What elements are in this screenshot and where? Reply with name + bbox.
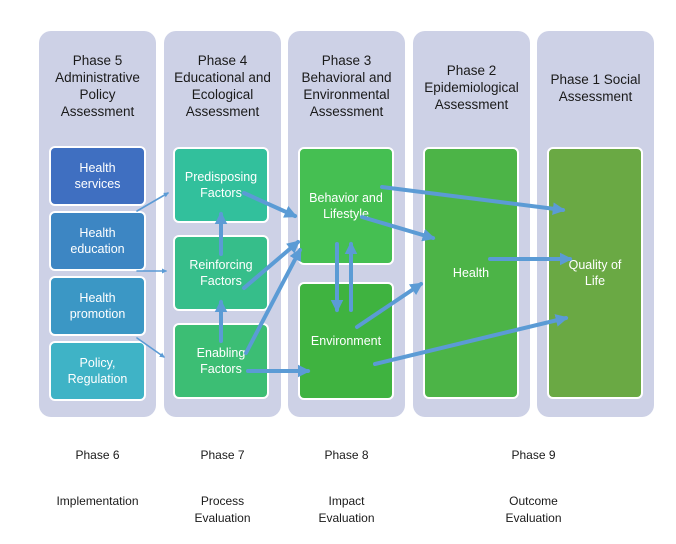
phase-8-label: Phase 8 [324, 448, 369, 462]
phase-5-title: Phase 5 Administrative Policy Assessment [55, 53, 140, 119]
phase-2-title: Phase 2 Epidemiological Assessment [424, 63, 519, 112]
implementation-label: Implementation [56, 494, 139, 508]
phase-7-label: Phase 7 [200, 448, 245, 462]
quality-of-life-box: Quality of Life [547, 147, 643, 399]
health-services-box: Health services [49, 146, 146, 206]
phase-8-block: Phase 8 Impact Evaluation [288, 430, 405, 544]
phase-6-block: Phase 6 Implementation [39, 430, 156, 527]
reinforcing-factors-box: Reinforcing Factors [173, 235, 269, 311]
phase-7-block: Phase 7 Process Evaluation [164, 430, 281, 544]
phase-9-block: Phase 9 Outcome Evaluation [413, 430, 654, 544]
enabling-factors-box: Enabling Factors [173, 323, 269, 399]
health-promotion-box: Health promotion [49, 276, 146, 336]
environment-box: Environment [298, 282, 394, 400]
process-evaluation-label: Process Evaluation [194, 494, 251, 525]
phase-9-label: Phase 9 [511, 448, 556, 462]
phase-4-title: Phase 4 Educational and Ecological Asses… [174, 53, 271, 119]
behavior-lifestyle-box: Behavior and Lifestyle [298, 147, 394, 265]
phase-6-label: Phase 6 [75, 448, 120, 462]
health-education-box: Health education [49, 211, 146, 271]
phase-1-title: Phase 1 Social Assessment [550, 72, 641, 104]
health-box: Health [423, 147, 519, 399]
outcome-evaluation-label: Outcome Evaluation [505, 494, 562, 525]
impact-evaluation-label: Impact Evaluation [318, 494, 375, 525]
predisposing-factors-box: Predisposing Factors [173, 147, 269, 223]
phase-3-title: Phase 3 Behavioral and Environmental Ass… [301, 53, 392, 119]
policy-regulation-box: Policy, Regulation [49, 341, 146, 401]
